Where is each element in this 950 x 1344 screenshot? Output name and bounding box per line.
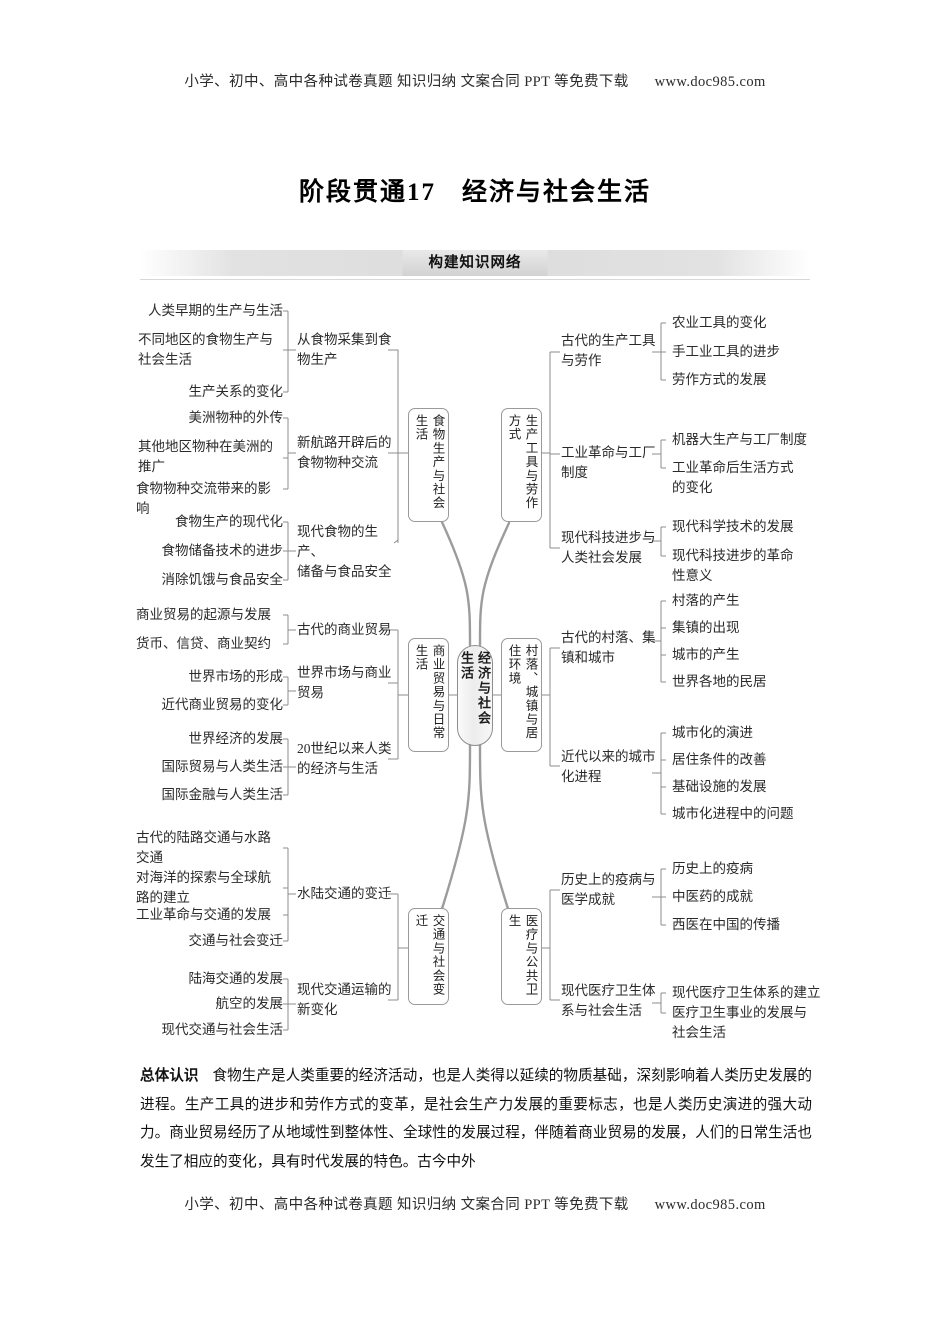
leaf-label: 食物储备技术的进步: [161, 543, 284, 558]
leaf-label: 现代科技进步的革命 性意义: [672, 548, 794, 583]
leaf-label: 集镇的出现: [672, 620, 740, 635]
leaf-label: 生产关系的变化: [188, 384, 284, 399]
leaf-label: 现代交通与社会生活: [161, 1022, 284, 1037]
leaf-label: 对海洋的探索与全球航 路的建立: [136, 870, 271, 905]
branch-title: 从食物采集到食 物生产: [297, 332, 392, 367]
leaf-label: 国际金融与人类生活: [161, 787, 284, 802]
title-number: 17: [407, 179, 436, 206]
branch-title: 新航路开辟后的 食物物种交流: [297, 435, 392, 470]
branch-box-settlements[interactable]: 村落、城镇与居住环境: [501, 638, 542, 752]
branch-title: 古代的生产工具 与劳作: [561, 333, 656, 368]
leaf-label: 村落的产生: [672, 593, 740, 608]
leaf-label: 医疗卫生事业的发展与 社会生活: [672, 1005, 807, 1040]
branch-box-transport[interactable]: 交通与社会变迁: [408, 908, 449, 1005]
leaf-label: 古代的陆路交通与水路 交通: [136, 830, 271, 865]
branch-box-production-tools[interactable]: 生产工具与劳作方式: [501, 408, 542, 522]
leaf-label: 西医在中国的传播: [672, 917, 780, 932]
leaf-label: 不同地区的食物生产与 社会生活: [138, 332, 273, 367]
branch-title: 古代的村落、集 镇和城市: [561, 630, 656, 665]
summary-paragraph: 总体认识食物生产是人类重要的经济活动，也是人类得以延续的物质基础，深刻影响着人类…: [140, 1062, 812, 1176]
page-footer-url: www.doc985.com: [654, 1197, 766, 1213]
leaf-label: 近代商业贸易的变化: [161, 697, 284, 712]
page-header: 小学、初中、高中各种试卷真题 知识归纳 文案合同 PPT 等免费下载 www.do…: [0, 70, 950, 91]
leaf-label: 手工业工具的进步: [672, 344, 780, 359]
leaf-label: 国际贸易与人类生活: [161, 759, 284, 774]
leaf-label: 城市化的演进: [672, 725, 753, 740]
leaf-label: 世界市场的形成: [188, 669, 284, 684]
branch-title: 现代医疗卫生体 系与社会生活: [561, 983, 656, 1018]
leaf-label: 劳作方式的发展: [672, 372, 767, 387]
branch-title: 工业革命与工厂 制度: [561, 445, 656, 480]
branch-box-food[interactable]: 食物生产与社会生活: [408, 408, 449, 522]
branch-title: 世界市场与商业 贸易: [297, 665, 392, 700]
leaf-label: 中医药的成就: [672, 889, 753, 904]
leaf-label: 城市化进程中的问题: [672, 806, 794, 821]
page-header-url: www.doc985.com: [654, 74, 766, 90]
branch-title: 水陆交通的变迁: [297, 886, 392, 901]
leaf-label: 历史上的疫病: [672, 861, 753, 876]
leaf-label: 食物生产的现代化: [175, 514, 283, 529]
branch-title: 现代交通运输的 新变化: [297, 982, 392, 1017]
branch-box-healthcare[interactable]: 医疗与公共卫生: [501, 908, 542, 1005]
leaf-label: 工业革命后生活方式 的变化: [672, 460, 794, 495]
leaf-label: 机器大生产与工厂制度: [672, 432, 807, 447]
leaf-label: 居住条件的改善: [672, 752, 767, 767]
leaf-label: 世界经济的发展: [188, 731, 284, 746]
section-divider: [140, 279, 810, 280]
leaf-label: 商业贸易的起源与发展: [136, 607, 271, 622]
leaf-label: 基础设施的发展: [672, 779, 767, 794]
leaf-label: 航空的发展: [215, 996, 284, 1011]
leaf-label: 农业工具的变化: [672, 315, 767, 330]
leaf-label: 城市的产生: [672, 647, 740, 662]
summary-body: 食物生产是人类重要的经济活动，也是人类得以延续的物质基础，深刻影响着人类历史发展…: [140, 1067, 812, 1170]
section-header-label: 构建知识网络: [402, 250, 548, 276]
section-header-bar: 构建知识网络: [140, 250, 810, 276]
leaf-label: 交通与社会变迁: [188, 933, 284, 948]
page-header-text: 小学、初中、高中各种试卷真题 知识归纳 文案合同 PPT 等免费下载: [184, 74, 629, 90]
branch-title: 历史上的疫病与 医学成就: [561, 872, 656, 907]
summary-lead-label: 总体认识: [140, 1067, 199, 1084]
branch-title: 20世纪以来人类 的经济与生活: [297, 741, 392, 776]
page-footer: 小学、初中、高中各种试卷真题 知识归纳 文案合同 PPT 等免费下载 www.do…: [0, 1193, 950, 1214]
core-node[interactable]: 经济与社会生活: [457, 645, 493, 746]
leaf-label: 世界各地的民居: [672, 674, 767, 689]
page-title: 阶段贯通17 经济与社会生活: [0, 172, 950, 208]
leaf-label: 食物物种交流带来的影响: [136, 481, 271, 516]
leaf-label: 现代医疗卫生体系的建立: [672, 985, 821, 1000]
leaf-label: 消除饥饿与食品安全: [161, 572, 284, 587]
leaf-label: 其他地区物种在美洲的 推广: [138, 439, 273, 474]
title-name: 经济与社会生活: [462, 177, 652, 206]
branch-box-commerce[interactable]: 商业贸易与日常生活: [408, 638, 449, 752]
leaf-label: 货币、信贷、商业契约: [136, 636, 271, 651]
leaf-label: 陆海交通的发展: [188, 971, 284, 986]
leaf-label: 工业革命与交通的发展: [136, 907, 271, 922]
leaf-label: 美洲物种的外传: [188, 410, 284, 425]
branch-title: 现代科技进步与 人类社会发展: [561, 530, 656, 565]
page-footer-text: 小学、初中、高中各种试卷真题 知识归纳 文案合同 PPT 等免费下载: [184, 1197, 629, 1213]
leaf-label: 现代科学技术的发展: [672, 519, 794, 534]
leaf-label: 人类早期的生产与生活: [148, 303, 283, 318]
branch-title: 古代的商业贸易: [297, 622, 392, 637]
title-prefix: 阶段贯通: [298, 177, 407, 206]
branch-title: 近代以来的城市 化进程: [561, 749, 656, 784]
branch-title: 现代食物的生产、 储备与食品安全: [297, 524, 392, 579]
